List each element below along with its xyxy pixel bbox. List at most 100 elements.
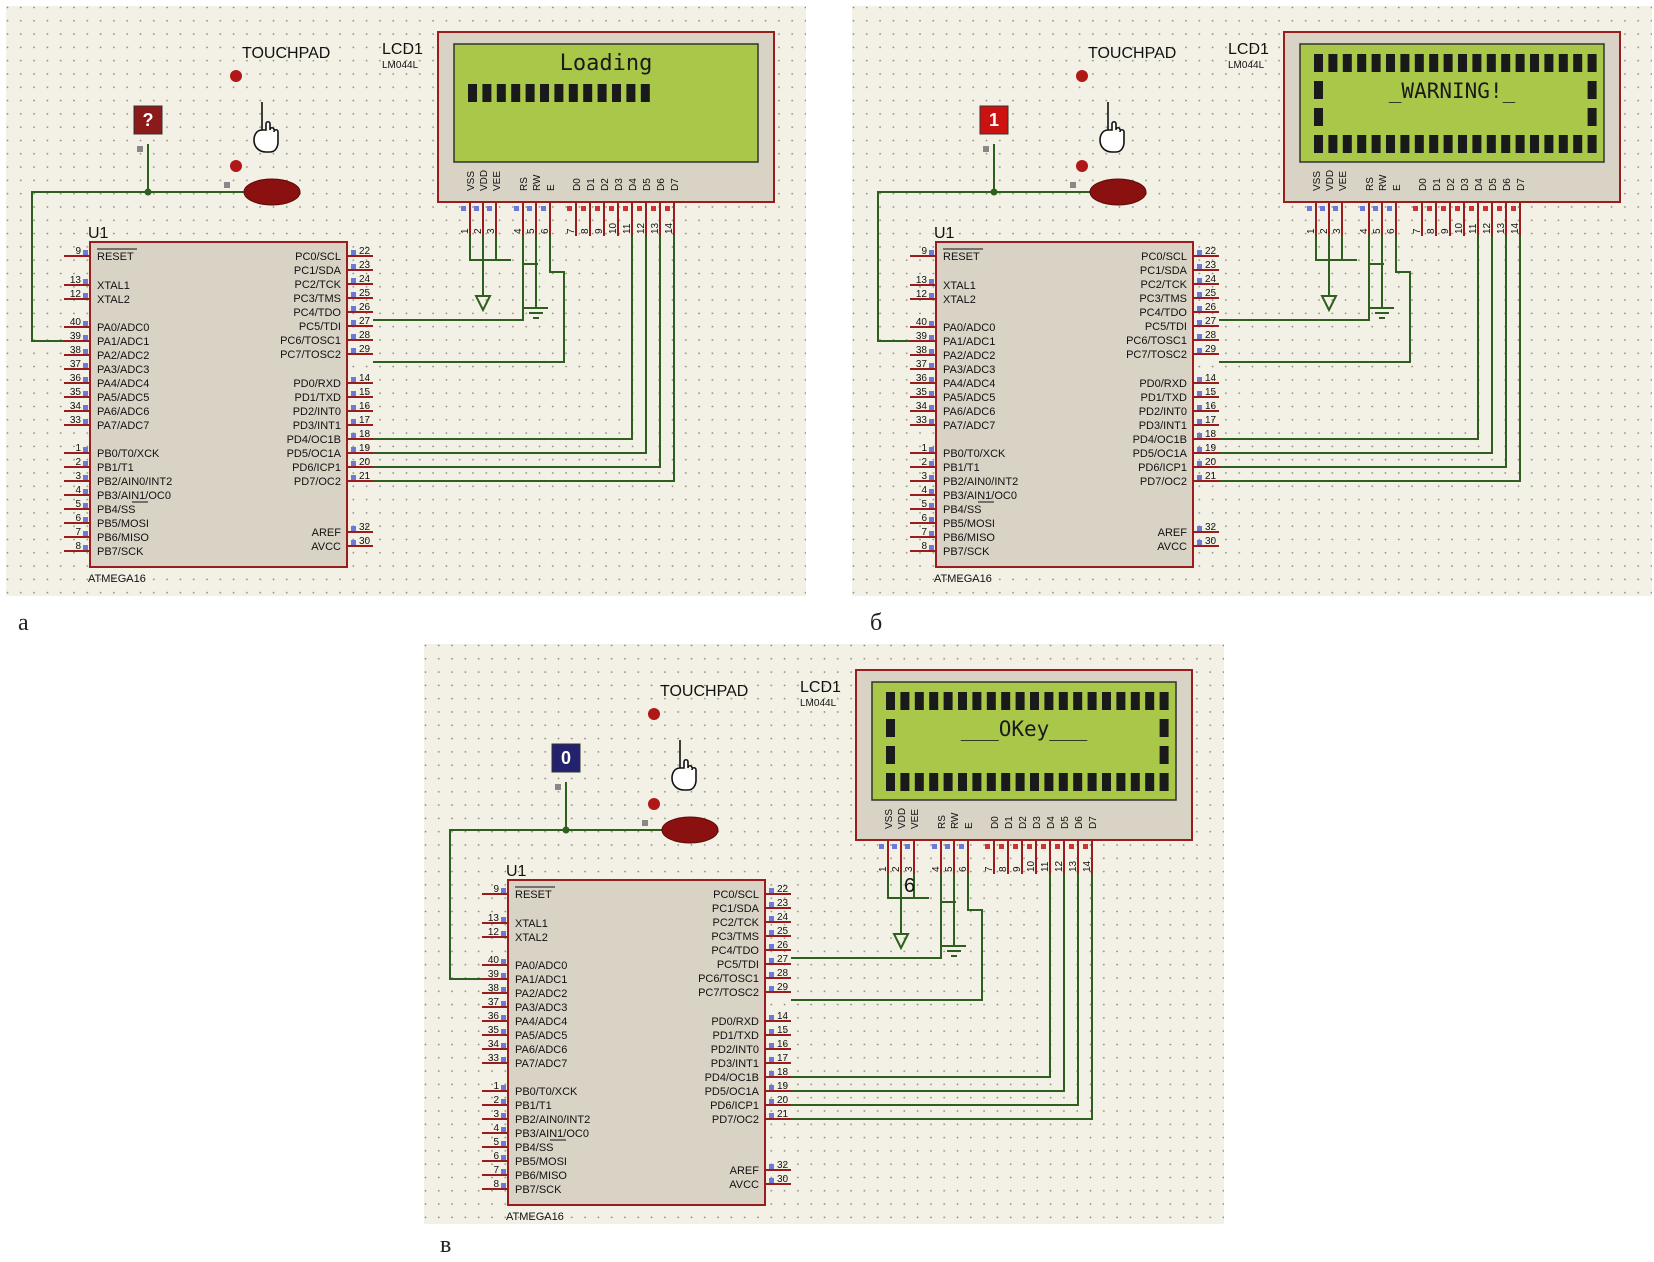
pin-marker — [1197, 334, 1202, 339]
pin-name: PA3/ADC3 — [943, 364, 995, 376]
pin-number: 1 — [493, 1081, 499, 1092]
lcd-ref-label: LCD1 — [800, 679, 841, 696]
progress-block — [482, 84, 492, 102]
pin-marker — [83, 489, 88, 494]
wires — [31, 144, 675, 482]
pin-marker — [769, 972, 774, 977]
frame-block-bottom — [1558, 135, 1568, 153]
wire-rs-pc4 — [1219, 236, 1370, 321]
pin-number: 28 — [777, 968, 789, 979]
pin-marker — [83, 531, 88, 536]
pin-name: PB6/MISO — [515, 1170, 567, 1182]
lcd-pin-name: VEE — [1338, 171, 1349, 191]
pin-number: 17 — [1205, 415, 1217, 426]
pin-name: PD3/INT1 — [293, 420, 341, 432]
pin-marker — [769, 986, 774, 991]
wires — [877, 144, 1521, 482]
pin-marker — [769, 958, 774, 963]
pin-name: PC7/TOSC2 — [698, 987, 759, 999]
frame-block-top — [1429, 54, 1439, 72]
power-arrow — [1320, 295, 1338, 313]
lcd-progress-bar — [468, 84, 650, 102]
pin-name: PB0/T0/XCK — [943, 448, 1006, 460]
pin-marker — [769, 1178, 774, 1183]
progress-block — [612, 84, 621, 102]
lcd-pin-number: 6 — [1386, 228, 1397, 234]
pin-name: PB7/SCK — [97, 546, 144, 558]
pin-name: PD4/OC1B — [1133, 434, 1187, 446]
lcd-pin-marker — [541, 206, 546, 211]
frame-block-bottom — [1130, 773, 1140, 791]
lcd-frame — [1314, 54, 1597, 153]
progress-block — [525, 84, 535, 102]
frame-block-top — [1044, 692, 1054, 710]
pin-marker — [769, 1071, 774, 1076]
lcd-pins: VSS1VDD2VEE3RS4RW5E6D07D18D29D310D411D51… — [878, 808, 1099, 874]
pin-number: 3 — [75, 471, 81, 482]
frame-block-bottom — [1371, 135, 1381, 153]
lcd-pin-marker — [1469, 206, 1474, 211]
pin-marker — [1197, 250, 1202, 255]
lcd-frame — [886, 692, 1169, 791]
power-arrow — [474, 295, 492, 313]
frame-block-top — [1458, 54, 1467, 72]
lcd-pin-name: D6 — [1074, 816, 1085, 829]
logic-pin-marker — [555, 784, 561, 790]
pin-marker — [1197, 292, 1202, 297]
wire-touchpad-pa1 — [449, 829, 667, 980]
pin-number: 7 — [75, 527, 81, 538]
lcd-model-label: LM044L — [1228, 60, 1265, 71]
pin-marker — [501, 1099, 506, 1104]
lcd-pin-name: VDD — [897, 808, 908, 829]
pin-name: PD6/ICP1 — [710, 1100, 759, 1112]
pin-marker — [1197, 348, 1202, 353]
pin-name: PD0/RXD — [711, 1016, 759, 1028]
lcd-pin-marker — [1055, 844, 1060, 849]
pin-number: 5 — [921, 499, 927, 510]
pin-marker — [501, 1057, 506, 1062]
pin-name: PD1/TXD — [1141, 392, 1188, 404]
pin-number: 24 — [359, 274, 371, 285]
pin-number: 8 — [75, 541, 81, 552]
lcd-pin-marker — [1427, 206, 1432, 211]
lcd-pin-number: 4 — [1359, 228, 1370, 234]
frame-block-bottom — [1400, 135, 1410, 153]
mcu-ref-label: U1 — [88, 225, 109, 242]
pin-name: AREF — [1158, 527, 1188, 539]
frame-block-bottom — [1087, 773, 1097, 791]
pin-number: 3 — [921, 471, 927, 482]
pin-number: 8 — [921, 541, 927, 552]
pin-name: PD0/RXD — [1139, 378, 1187, 390]
lcd-pin-name: RW — [532, 174, 543, 191]
frame-block-top — [1357, 54, 1367, 72]
pin-name: PB1/T1 — [515, 1100, 552, 1112]
pin-number: 34 — [916, 401, 928, 412]
touchpad-terminal — [1076, 160, 1088, 172]
pin-marker — [929, 349, 934, 354]
pin-marker — [501, 1183, 506, 1188]
pin-marker — [929, 377, 934, 382]
pin-marker — [351, 391, 356, 396]
lcd-line-2: ___OKey___ — [961, 717, 1088, 741]
lcd-pin-marker — [581, 206, 586, 211]
lcd-pin-number: 11 — [1468, 223, 1479, 234]
lcd-pin-marker — [1497, 206, 1502, 211]
pin-number: 14 — [777, 1011, 789, 1022]
pin-number: 19 — [359, 443, 371, 454]
pin-name: PB4/SS — [943, 504, 982, 516]
lcd-pin-number: 5 — [1372, 228, 1383, 234]
frame-block-bottom — [986, 773, 996, 791]
frame-block-right — [1587, 81, 1597, 99]
pin-name: PA3/ADC3 — [515, 1002, 567, 1014]
lcd-pin-number: 8 — [580, 228, 591, 234]
touchpad-pin-marker — [1070, 182, 1076, 188]
pin-name: PC7/TOSC2 — [1126, 349, 1187, 361]
pin-marker — [1197, 447, 1202, 452]
pin-name: XTAL1 — [515, 918, 548, 930]
wire-data-7 — [1219, 236, 1521, 482]
pin-marker — [83, 447, 88, 452]
lcd-pin-marker — [527, 206, 532, 211]
